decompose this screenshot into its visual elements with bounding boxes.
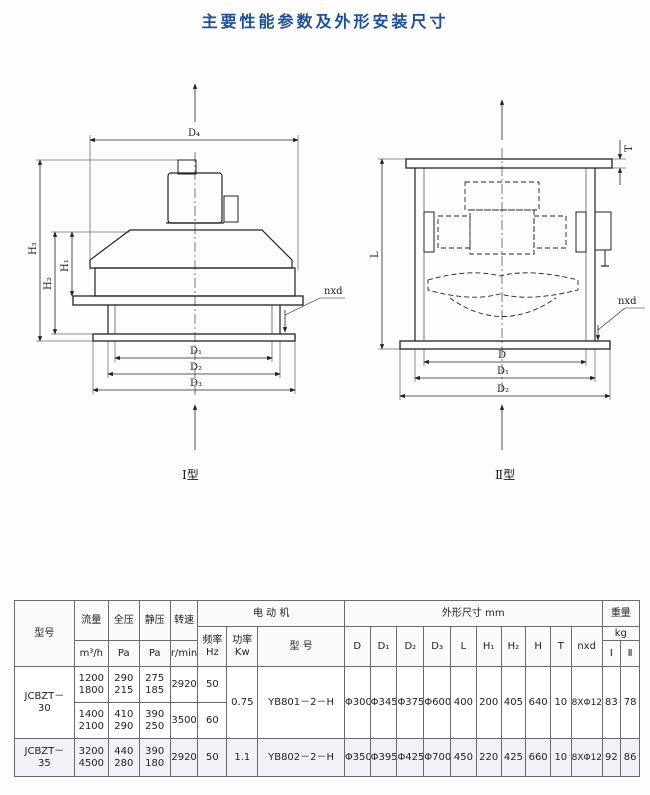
hdr-power: 功率 Kw	[226, 626, 259, 667]
label-d2-2: D₂	[497, 384, 509, 395]
page-title: 主要性能参数及外形安装尺寸	[201, 12, 449, 31]
hdr-dim-l: L	[450, 626, 477, 667]
hdr-total-pressure: 全压	[107, 600, 140, 641]
hdr-weight-2: Ⅱ	[620, 640, 640, 667]
table-row: JCBZT－ 30 1200 1800 290 215 275 185 2920…	[14, 666, 640, 739]
label-d1-2: D₁	[497, 366, 509, 377]
hdr-weight-unit: kg	[601, 626, 641, 641]
figure-type-2-labels: D D₁ D₂ L T nxd	[370, 145, 637, 395]
table-row: JCBZT－ 35 3200 4500 440 280 390 180 2920…	[14, 738, 640, 777]
hdr-motor: 电 动 机	[197, 600, 345, 627]
hdr-motor-model: 型 号	[257, 626, 345, 667]
label-nxd-2: nxd	[618, 296, 637, 307]
label-l: L	[370, 251, 381, 258]
hdr-static-pressure: 静压	[138, 600, 171, 641]
hdr-dim-h1: H₁	[475, 626, 502, 667]
label-t: T	[624, 145, 635, 152]
figure-type-1	[36, 83, 345, 450]
hdr-flow-unit: m³/h	[73, 640, 109, 667]
hdr-weight: 重量	[601, 600, 641, 627]
label-d2: D₂	[190, 362, 202, 373]
label-d3: D₃	[190, 378, 202, 389]
hdr-weight-1: Ⅰ	[601, 640, 622, 667]
caption-type-1: Ⅰ型	[182, 468, 199, 482]
hdr-dim-d2: D₂	[396, 626, 425, 667]
hdr-dim-d: D	[343, 626, 371, 667]
installation-drawings: D₄ D₁ D₂ D₃ H₃ H₂ H₁ nxd	[28, 83, 645, 450]
caption-type-2: Ⅱ型	[495, 468, 516, 482]
hdr-tp-unit: Pa	[107, 640, 140, 667]
hdr-model: 型号	[14, 600, 75, 667]
label-h3: H₃	[28, 242, 39, 255]
hdr-dims: 外形尺寸 mm	[343, 600, 603, 627]
hdr-dim-d1: D₁	[369, 626, 398, 667]
figure-type-2	[378, 99, 645, 450]
hdr-dim-nxd: nxd	[570, 626, 603, 667]
hdr-dim-d3: D₃	[423, 626, 452, 667]
label-h1: H₁	[60, 259, 71, 272]
hdr-dim-t: T	[550, 626, 572, 667]
label-nxd-1: nxd	[324, 286, 343, 297]
hdr-dim-h: H	[525, 626, 551, 667]
hdr-flow: 流量	[73, 600, 109, 641]
label-d1: D₁	[190, 346, 202, 357]
spec-table: 型号 流量 全压 静压 转速 电 动 机 外形尺寸 mm 重量 频率 Hz 功率…	[14, 600, 641, 777]
hdr-speed-unit: r/min	[169, 640, 199, 667]
hdr-dim-h2: H₂	[500, 626, 527, 667]
figure-type-1-labels: D₄ D₁ D₂ D₃ H₃ H₂ H₁ nxd	[28, 128, 343, 389]
hdr-freq: 频率 Hz	[197, 626, 228, 667]
hdr-sp-unit: Pa	[138, 640, 171, 667]
label-d: D	[498, 350, 506, 361]
label-h2: H₂	[43, 277, 54, 290]
hdr-speed: 转速	[169, 600, 199, 641]
label-d4: D₄	[188, 128, 200, 139]
